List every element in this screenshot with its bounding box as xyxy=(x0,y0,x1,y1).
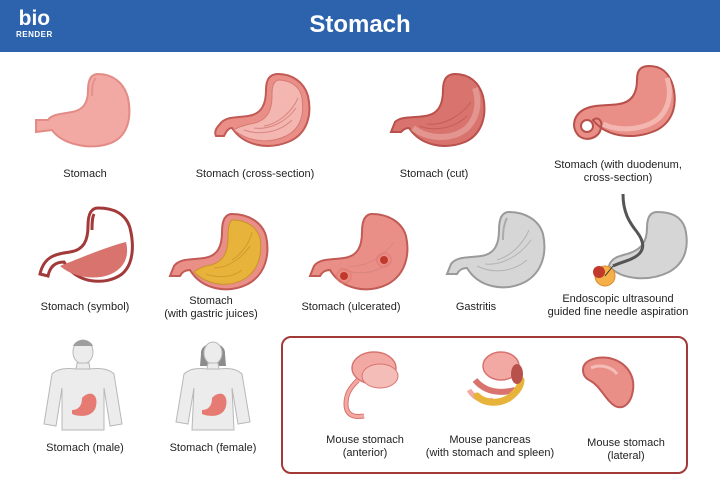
gallery-item-mouse-stomach-lateral[interactable]: Mouse stomach (lateral) xyxy=(541,336,711,466)
item-caption: Stomach (with gastric juices) xyxy=(164,295,258,320)
mouse-stomach-anterior-icon xyxy=(343,351,399,419)
item-caption: Stomach (cut) xyxy=(399,168,469,180)
gallery-item-stomach-duodenum[interactable]: Stomach (with duodenum, cross-section) xyxy=(533,60,703,190)
gallery-item-stomach-gastric-juices[interactable]: Stomach (with gastric juices) xyxy=(126,200,296,330)
gallery-item-stomach-female[interactable]: Stomach (female) xyxy=(128,336,298,466)
stomach-duodenum-icon xyxy=(573,64,676,140)
gallery-item-gastritis[interactable]: Gastritis xyxy=(391,200,561,330)
item-caption: Stomach (cross-section) xyxy=(195,168,315,180)
item-caption: Stomach (female) xyxy=(169,442,257,454)
page-title: Stomach xyxy=(309,11,411,38)
item-caption: Stomach (with duodenum, cross-section) xyxy=(554,159,682,184)
mouse-pancreas-icon xyxy=(466,351,525,406)
logo-subtext: RENDER xyxy=(16,30,53,39)
item-caption: Mouse pancreas (with stomach and spleen) xyxy=(425,434,555,459)
gallery-item-mouse-pancreas[interactable]: Mouse pancreas (with stomach and spleen) xyxy=(405,336,575,466)
stomach-cut-icon xyxy=(389,72,486,147)
header-bar: bio RENDER Stomach xyxy=(0,0,720,52)
mouse-models-group xyxy=(281,336,688,474)
item-caption: Stomach (symbol) xyxy=(40,301,130,313)
biorender-logo[interactable]: bio RENDER xyxy=(16,7,53,40)
stomach-cross-section-icon xyxy=(214,72,311,147)
item-caption: Stomach (male) xyxy=(46,442,124,454)
gallery-item-stomach-cut[interactable]: Stomach (cut) xyxy=(349,60,519,190)
gallery-item-stomach-symbol[interactable]: Stomach (symbol) xyxy=(0,200,170,330)
logo-text: bio xyxy=(18,7,51,30)
item-caption: Gastritis xyxy=(455,301,497,313)
item-caption: Mouse stomach (lateral) xyxy=(587,437,665,462)
female-figure-icon xyxy=(175,341,251,431)
stomach-ulcerated-icon xyxy=(308,212,409,291)
item-caption: Stomach (ulcerated) xyxy=(301,301,401,313)
stomach-icon xyxy=(35,72,131,148)
gastritis-icon xyxy=(445,210,546,289)
item-caption: Mouse stomach (anterior) xyxy=(326,434,404,459)
gallery-item-stomach[interactable]: Stomach xyxy=(0,60,170,190)
endoscope-icon xyxy=(593,193,688,287)
male-figure-icon xyxy=(43,339,123,431)
gallery-item-stomach-cross-section[interactable]: Stomach (cross-section) xyxy=(170,60,340,190)
item-caption: Endoscopic ultrasound guided fine needle… xyxy=(547,293,689,318)
gallery-item-endoscopic-ultrasound[interactable]: Endoscopic ultrasound guided fine needle… xyxy=(533,190,703,330)
gallery-item-stomach-male[interactable]: Stomach (male) xyxy=(0,336,170,466)
mouse-stomach-lateral-icon xyxy=(581,356,635,409)
item-caption: Stomach xyxy=(63,168,107,180)
stomach-gastric-juices-icon xyxy=(168,212,269,291)
gallery-item-mouse-stomach-anterior[interactable]: Mouse stomach (anterior) xyxy=(280,336,450,466)
stomach-symbol-icon xyxy=(38,206,134,283)
gallery-item-stomach-ulcerated[interactable]: Stomach (ulcerated) xyxy=(266,200,436,330)
